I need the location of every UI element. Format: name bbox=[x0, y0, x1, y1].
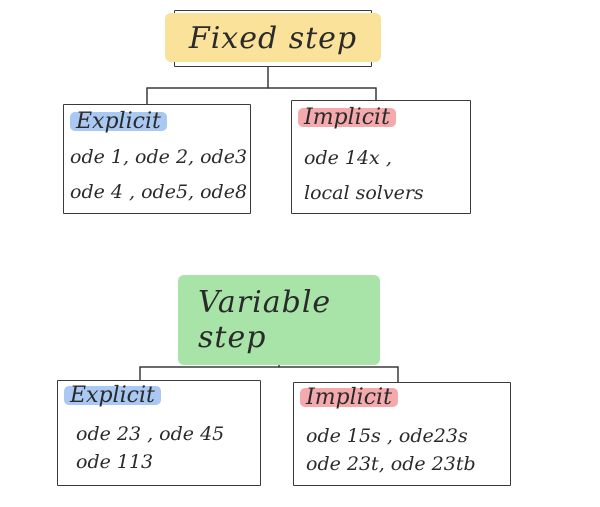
fixed-implicit-line-2: local solvers bbox=[304, 182, 424, 204]
variable-implicit-label: Implicit bbox=[300, 385, 398, 410]
variable-explicit-label: Explicit bbox=[64, 383, 161, 408]
fixed-step-title: Fixed step bbox=[164, 13, 382, 62]
fixed-explicit-node: Explicit ode 1, ode 2, ode3 ode 4 , ode5… bbox=[63, 104, 251, 214]
fixed-implicit-node: Implicit ode 14x , local solvers bbox=[291, 100, 471, 214]
variable-implicit-line-1: ode 15s , ode23s bbox=[306, 425, 468, 447]
variable-implicit-line-2: ode 23t, ode 23tb bbox=[306, 453, 476, 475]
fixed-explicit-line-2: ode 4 , ode5, ode8 bbox=[70, 181, 248, 203]
variable-implicit-highlight bbox=[300, 388, 398, 407]
fixed-step-node: Fixed step bbox=[164, 10, 382, 67]
variable-explicit-line-1: ode 23 , ode 45 bbox=[76, 423, 225, 445]
fixed-implicit-line-1: ode 14x , bbox=[304, 147, 392, 169]
variable-step-title: Variable step bbox=[178, 275, 380, 365]
variable-step-node: Variable step bbox=[178, 275, 380, 365]
variable-step-highlight bbox=[178, 275, 380, 365]
variable-implicit-node: Implicit ode 15s , ode23s ode 23t, ode 2… bbox=[293, 382, 511, 486]
fixed-explicit-line-1: ode 1, ode 2, ode3 bbox=[70, 146, 248, 168]
fixed-explicit-label: Explicit bbox=[70, 109, 167, 134]
variable-explicit-node: Explicit ode 23 , ode 45 ode 113 bbox=[57, 380, 261, 486]
fixed-step-highlight bbox=[164, 13, 382, 62]
fixed-implicit-label: Implicit bbox=[298, 105, 396, 130]
variable-explicit-highlight bbox=[64, 386, 161, 405]
variable-explicit-line-2: ode 113 bbox=[76, 451, 154, 473]
fixed-implicit-highlight bbox=[298, 108, 396, 127]
fixed-explicit-highlight bbox=[70, 112, 167, 131]
